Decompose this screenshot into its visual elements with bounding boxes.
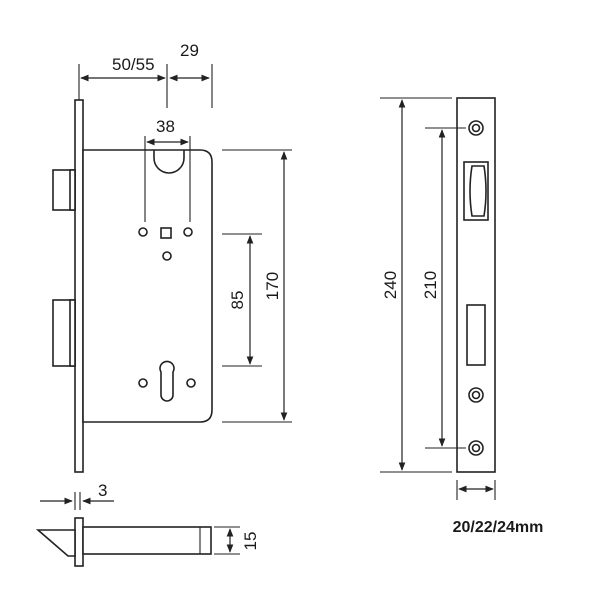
dimension-backset: 50/55 [78,55,168,108]
dimension-forend-thickness: 3 [40,481,114,510]
bolt-profile [35,529,76,557]
centre-distance-label: 85 [228,291,247,310]
lock-front-view [52,99,213,473]
dimension-forend-offset: 29 [169,41,213,108]
case-body-edge [82,526,212,555]
forend-side-view [456,97,496,473]
fixing-hole-right [183,227,193,237]
forend-strip [456,97,496,473]
forend-screw-bottom [468,440,484,456]
dimension-forend-width: 20/22/24mm [453,480,544,536]
forend-edge [74,517,84,567]
follower-slot [153,150,185,174]
cylinder-hole-left [138,378,148,388]
forend-length-label: 240 [381,271,400,299]
cylinder-cutout [159,360,175,402]
backset-label: 50/55 [112,55,155,74]
fixing-hole-lower [162,251,172,261]
cylinder-hole-right [186,378,196,388]
follower-spacing-label: 38 [156,117,175,136]
bolt-cutout [466,304,486,366]
dimension-centre-distance: 85 [222,233,262,367]
dimension-fixing-distance: 210 [421,127,466,449]
forend-thickness-label: 3 [98,481,107,500]
follower-square [160,227,172,239]
case-depth-label: 15 [241,532,260,551]
dimension-forend-length: 240 [380,97,452,473]
forend-offset-label: 29 [180,41,199,60]
case-height-label: 170 [263,272,282,300]
forend-plate [74,99,84,473]
forend-width-label: 20/22/24mm [453,519,544,536]
fixing-hole-left [138,227,148,237]
lock-bottom-view [35,517,212,567]
forend-screw-top [468,120,484,136]
dimension-follower-spacing: 38 [144,117,191,222]
dimension-case-height: 170 [222,149,292,423]
lock-case [82,149,213,423]
latch-cutout [463,161,489,221]
forend-screw-middle [468,387,484,403]
fixing-distance-label: 210 [421,271,440,299]
dimension-case-depth: 15 [214,526,260,555]
